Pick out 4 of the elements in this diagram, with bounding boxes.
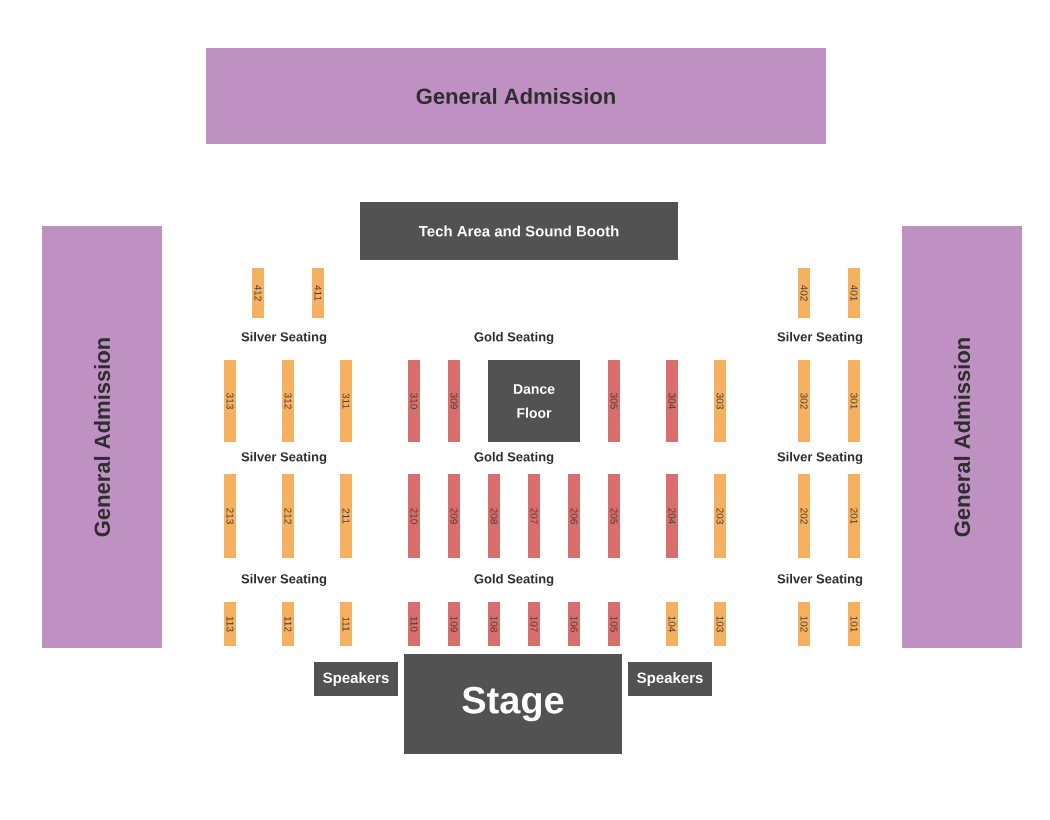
general-admission-area: General Admission	[902, 226, 1022, 648]
general-admission-area: General Admission	[206, 48, 826, 144]
stage-block: Stage	[404, 654, 622, 754]
general-admission-area: General Admission	[42, 226, 162, 648]
